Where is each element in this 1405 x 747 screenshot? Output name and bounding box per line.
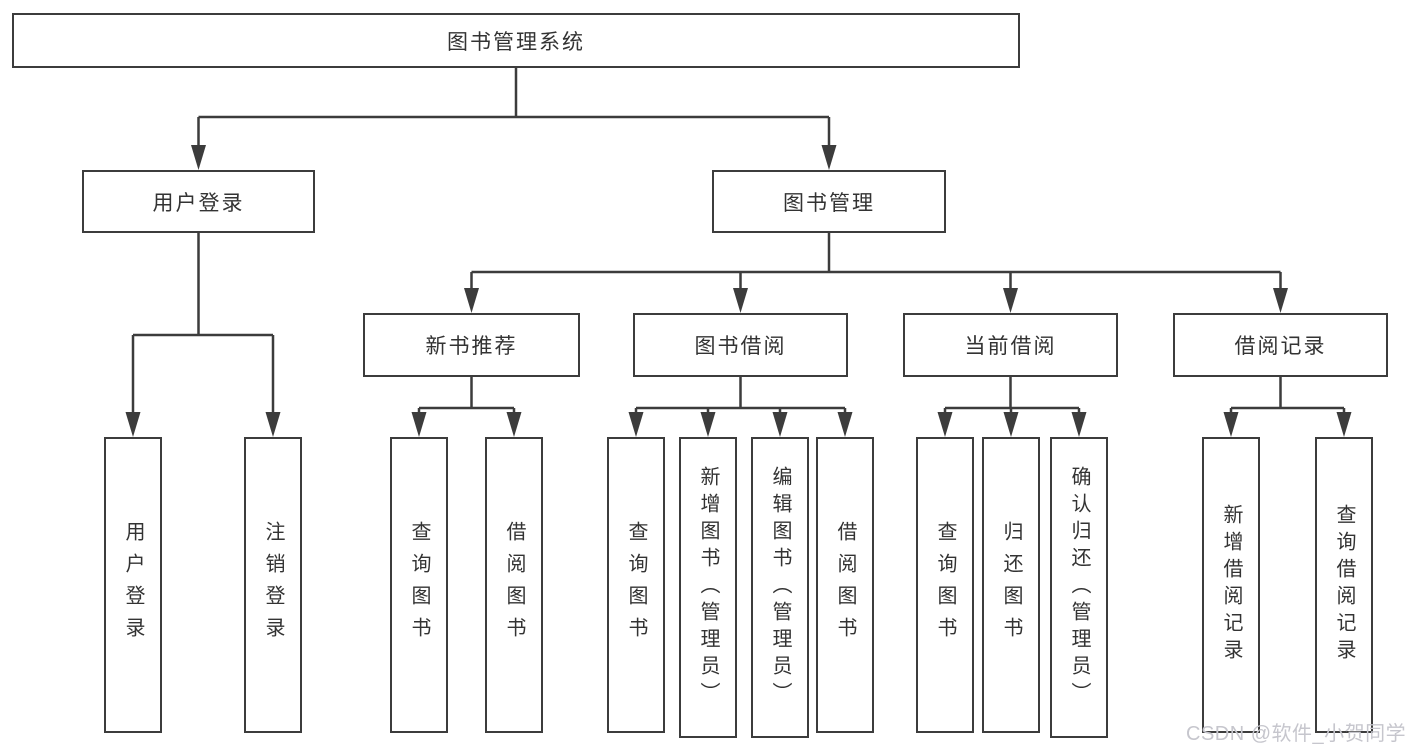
leaf-logout: 注销登录 [244,437,302,733]
node-label: 图书管理系统 [447,30,585,54]
leaf-label: 确认归还（管理员） [1068,466,1090,709]
leaf-label: 注销登录 [262,521,284,649]
csdn-watermark: CSDN @软件_小贺同学 [1186,723,1405,745]
leaf-label: 编辑图书（管理员） [769,466,791,709]
node-borrowing-records: 借阅记录 [1173,313,1388,377]
leaf-label: 归还图书 [1000,521,1022,649]
node-label: 用户登录 [152,191,245,215]
node-book-borrowing: 图书借阅 [633,313,848,377]
leaf-label: 查询图书 [625,521,647,649]
node-current-borrowing: 当前借阅 [903,313,1118,377]
leaf-label: 新增借阅记录 [1220,504,1242,666]
leaf-label: 新增图书（管理员） [697,466,719,709]
leaf-label: 借阅图书 [503,521,525,649]
node-new-book-recommend: 新书推荐 [363,313,580,377]
leaf-query-books-borrow: 查询图书 [607,437,665,733]
leaf-label: 查询图书 [934,521,956,649]
node-root-system: 图书管理系统 [12,13,1020,68]
leaf-query-books-current: 查询图书 [916,437,974,733]
leaf-borrow-books-recommend: 借阅图书 [485,437,543,733]
leaf-add-borrow-record: 新增借阅记录 [1202,437,1260,733]
node-label: 借阅记录 [1234,335,1327,358]
leaf-label: 用户登录 [122,521,144,649]
node-book-management: 图书管理 [712,170,946,233]
leaf-add-books-admin: 新增图书（管理员） [679,437,737,738]
node-user-login: 用户登录 [82,170,315,233]
leaf-label: 查询图书 [408,521,430,649]
leaf-user-login: 用户登录 [104,437,162,733]
node-label: 当前借阅 [964,335,1057,358]
leaf-borrow-books: 借阅图书 [816,437,874,733]
leaf-confirm-return-admin: 确认归还（管理员） [1050,437,1108,738]
leaf-label: 查询借阅记录 [1333,504,1355,666]
leaf-return-books: 归还图书 [982,437,1040,733]
leaf-edit-books-admin: 编辑图书（管理员） [751,437,809,738]
leaf-label: 借阅图书 [834,521,856,649]
leaf-query-borrow-record: 查询借阅记录 [1315,437,1373,733]
node-label: 图书管理 [783,191,875,215]
node-label: 图书借阅 [694,335,787,358]
leaf-query-books-recommend: 查询图书 [390,437,448,733]
node-label: 新书推荐 [425,335,518,358]
